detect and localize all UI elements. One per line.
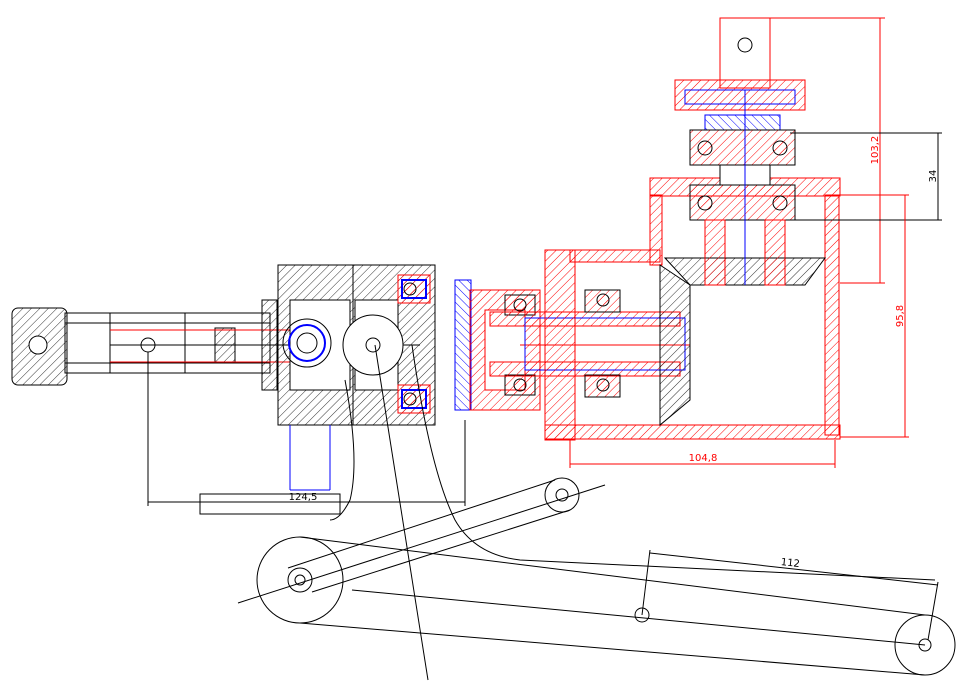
linkage: [199, 344, 956, 681]
dimension-124-5: 124,5: [147, 352, 466, 506]
pulley-left: [256, 536, 344, 624]
dim-label-34: 34: [928, 170, 939, 183]
dimension-112: 112: [641, 549, 939, 641]
dimension-34: 34: [790, 132, 942, 221]
dim-label-95-8: 95,8: [895, 305, 906, 327]
dim-label-124-5: 124,5: [289, 492, 318, 503]
dimension-104-8: 104,8: [569, 440, 836, 468]
pivot-hole: [28, 335, 48, 355]
dim-label-112: 112: [780, 557, 800, 570]
vertical-shaft: [674, 17, 806, 286]
coupling-block: [261, 264, 436, 491]
dimension-103-2: 103,2: [770, 17, 885, 284]
left-arm: [11, 307, 420, 386]
dimension-95-8: 95,8: [840, 194, 909, 438]
dim-label-104-8: 104,8: [689, 453, 718, 464]
dim-label-103-2: 103,2: [870, 136, 881, 165]
